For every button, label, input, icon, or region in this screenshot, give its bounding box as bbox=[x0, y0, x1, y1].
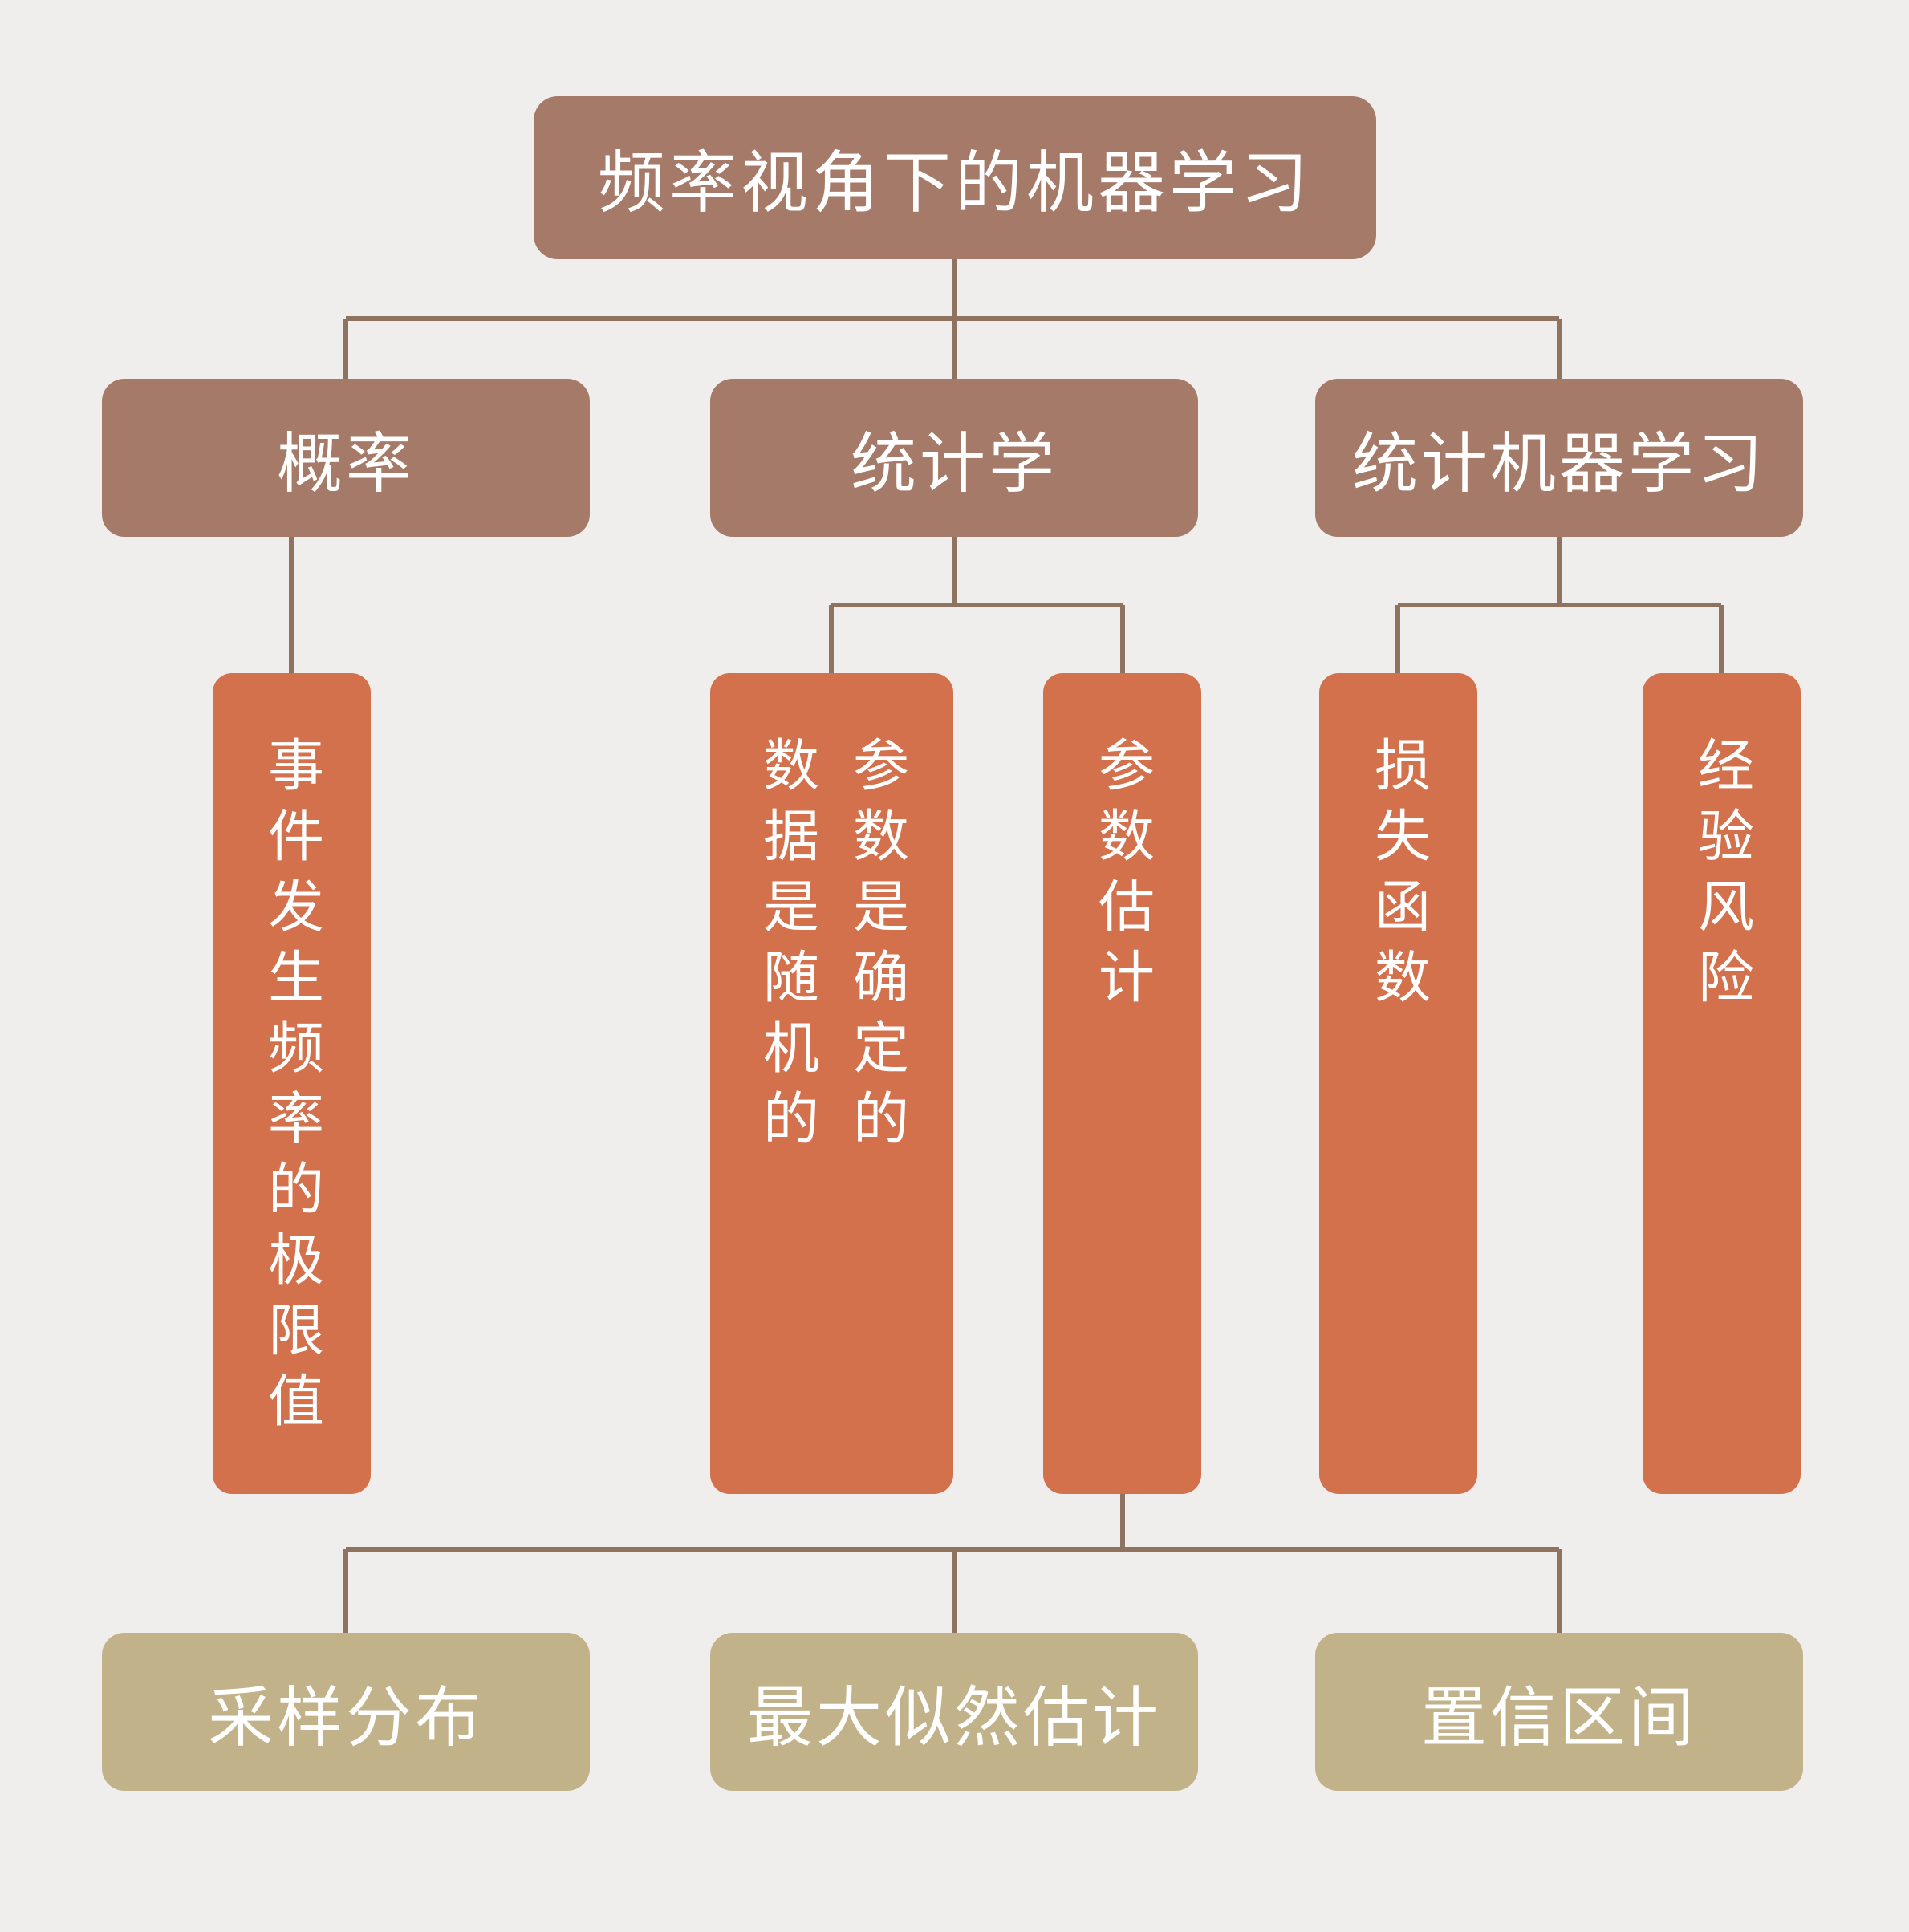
connector-parameter-estimation-to-level3 bbox=[343, 1494, 1562, 1633]
node-statistical-ml-label: 统计机器学习 bbox=[1351, 428, 1766, 501]
node-sampling-distribution: 采样分布 bbox=[102, 1633, 590, 1791]
node-params-fixed-data-random-label: 参数是确定的 数据是随机的 bbox=[755, 736, 908, 1159]
connector-root-to-level1 bbox=[343, 259, 1562, 379]
node-parameter-estimation-label: 参数估计 bbox=[1091, 736, 1154, 1018]
node-parameter-estimation: 参数估计 bbox=[1043, 673, 1201, 1494]
node-maximum-likelihood-estimation: 最大似然估计 bbox=[710, 1633, 1198, 1791]
node-probability: 概率 bbox=[102, 379, 590, 537]
node-statistical-ml: 统计机器学习 bbox=[1315, 379, 1803, 537]
node-confidence-interval: 置信区间 bbox=[1315, 1633, 1803, 1791]
node-loss-function-label: 损失函数 bbox=[1367, 736, 1430, 1018]
node-probability-label: 概率 bbox=[276, 428, 415, 501]
node-statistics: 统计学 bbox=[710, 379, 1198, 537]
node-empirical-risk: 经验风险 bbox=[1643, 673, 1801, 1494]
node-limit-of-event-frequency: 事件发生频率的极限值 bbox=[213, 673, 371, 1494]
node-empirical-risk-label: 经验风险 bbox=[1690, 736, 1753, 1018]
node-confidence-interval-label: 置信区间 bbox=[1420, 1682, 1697, 1755]
connector-statistics-to-children bbox=[829, 537, 1125, 673]
node-params-fixed-data-random: 参数是确定的 数据是随机的 bbox=[710, 673, 953, 1494]
node-limit-of-event-frequency-label: 事件发生频率的极限值 bbox=[260, 736, 323, 1442]
connector-statistical-ml-to-children bbox=[1395, 537, 1724, 673]
node-sampling-distribution-label: 采样分布 bbox=[207, 1682, 484, 1755]
node-frequentist-ml-label: 频率视角下的机器学习 bbox=[597, 145, 1312, 221]
node-statistics-label: 统计学 bbox=[850, 428, 1058, 501]
node-maximum-likelihood-estimation-label: 最大似然估计 bbox=[746, 1682, 1161, 1755]
node-frequentist-ml: 频率视角下的机器学习 bbox=[534, 96, 1376, 259]
node-loss-function: 损失函数 bbox=[1319, 673, 1477, 1494]
